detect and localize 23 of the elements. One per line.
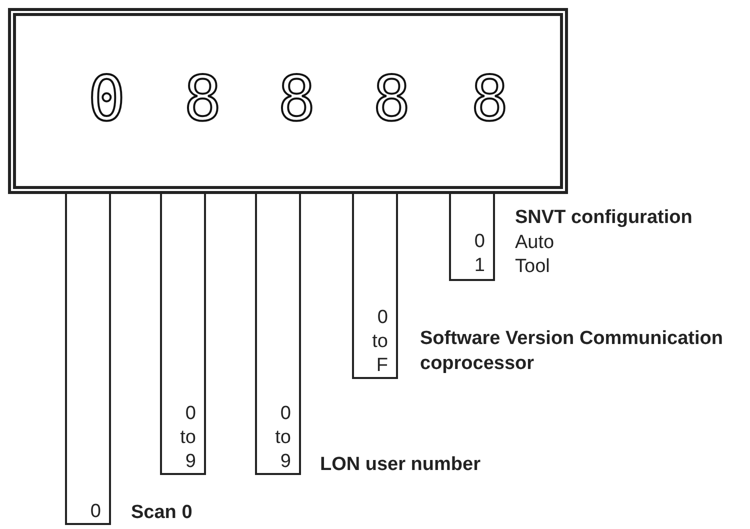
setting-strip bbox=[255, 194, 301, 475]
value-range-text: 0 bbox=[89, 500, 101, 524]
setting-strip bbox=[65, 194, 111, 525]
caption-text: Software Version Communication coprocessor bbox=[420, 327, 724, 376]
setting-strip bbox=[352, 194, 398, 379]
value-range-text: 0 to 9 bbox=[274, 402, 291, 474]
value-range-text: 0 to F bbox=[371, 306, 388, 378]
caption-text: Scan 0 bbox=[131, 501, 192, 525]
value-range-text: 1 bbox=[473, 254, 485, 278]
caption-text: SNVT configuration bbox=[515, 206, 692, 230]
caption-text: LON user number bbox=[320, 453, 480, 477]
setting-strip bbox=[449, 194, 495, 281]
display-digit: 0 bbox=[88, 68, 126, 130]
display-digit: 8 bbox=[278, 68, 316, 130]
value-range-text: 0 to 9 bbox=[179, 402, 196, 474]
setting-strip bbox=[160, 194, 206, 475]
value-range-text: 0 bbox=[473, 230, 485, 254]
display-digit: 8 bbox=[184, 68, 222, 130]
caption-text: Auto bbox=[515, 231, 554, 255]
caption-text: Tool bbox=[515, 255, 550, 279]
display-panel bbox=[8, 8, 568, 194]
display-digit: 8 bbox=[471, 68, 508, 130]
display-digit: 8 bbox=[373, 68, 410, 130]
